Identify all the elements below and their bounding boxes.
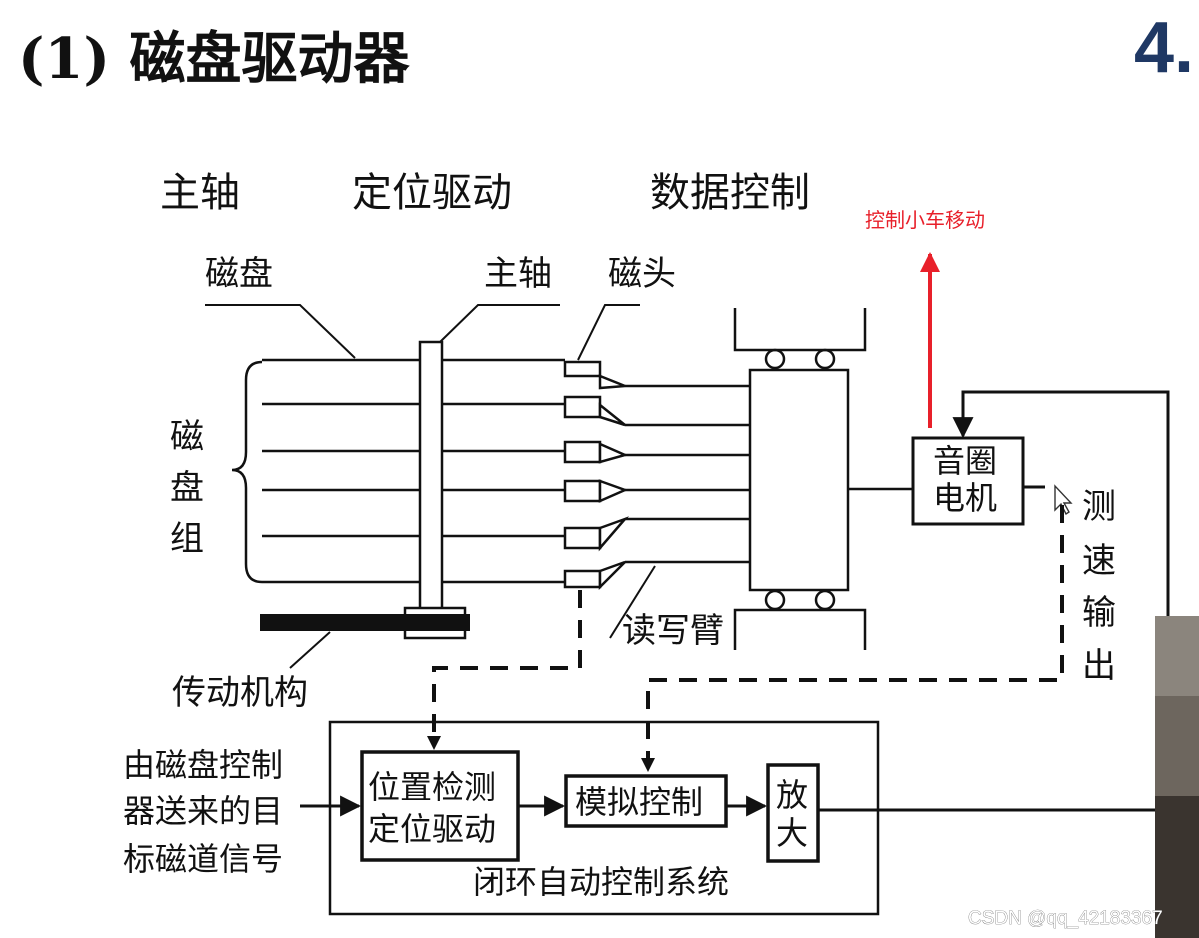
read-write-heads (563, 360, 750, 591)
label-speed-3: 输 (1082, 593, 1116, 633)
label-speed-4: 出 (1082, 646, 1116, 686)
disk-group-brace (231, 360, 263, 584)
label-disk-group-1: 磁 (170, 417, 204, 457)
leader-rw-arm (609, 565, 656, 639)
position-detect-box (360, 750, 520, 862)
header-data-control: 数据控制 (650, 170, 810, 216)
label-position-detect-1: 位置检测 (368, 768, 496, 806)
slide-number: 4. (1134, 8, 1194, 88)
leader-disk (205, 304, 356, 359)
watermark: CSDN @qq_42183367 (968, 908, 1163, 929)
header-positioning: 定位驱动 (352, 170, 512, 216)
label-position-detect-2: 定位驱动 (368, 810, 496, 848)
label-analog-control: 模拟控制 (575, 783, 703, 821)
label-voice-coil-2: 电机 (933, 479, 997, 517)
analog-control-box (564, 774, 728, 828)
leader-head (577, 304, 640, 361)
label-spindle: 主轴 (484, 254, 552, 294)
label-input-signal-2: 器送来的目 (123, 792, 283, 830)
leader-drive-mechanism (289, 631, 331, 669)
mouse-cursor-icon (1054, 484, 1073, 516)
top-rail (733, 308, 867, 352)
leader-spindle (439, 304, 560, 343)
label-disk-group-2: 盘 (170, 468, 204, 508)
bottom-rail (733, 608, 867, 650)
label-drive-mechanism: 传动机构 (172, 673, 308, 713)
label-amplifier-1: 放 (776, 776, 808, 814)
head-position-arrowhead (427, 736, 441, 750)
label-disk-group-3: 组 (170, 519, 204, 559)
head-carriage (748, 368, 850, 592)
label-speed-2: 速 (1082, 541, 1116, 581)
label-disk: 磁盘 (205, 254, 273, 294)
label-amplifier-2: 大 (776, 814, 808, 852)
page-title: (1) 磁盘驱动器 (18, 26, 410, 92)
label-voice-coil-1: 音圈 (933, 442, 997, 480)
head-position-dashed (432, 590, 582, 736)
label-input-signal-1: 由磁盘控制 (123, 746, 283, 784)
label-speed-1: 测 (1082, 487, 1116, 527)
drive-belt (260, 614, 470, 631)
presenter-video-thumbnail (1155, 616, 1199, 938)
label-input-signal-3: 标磁道信号 (123, 840, 283, 878)
disk-platters (262, 358, 565, 584)
annotation-move-carriage: 控制小车移动 (865, 208, 985, 232)
speed-feedback-arrowhead (641, 758, 655, 772)
spindle-shaft (418, 340, 444, 614)
amplifier-box (766, 763, 820, 863)
label-rw-arm: 读写臂 (622, 611, 724, 651)
label-head: 磁头 (608, 254, 676, 294)
closed-loop-system (328, 720, 880, 916)
voice-coil-motor (911, 436, 1025, 526)
header-spindle: 主轴 (160, 170, 240, 216)
label-closed-loop: 闭环自动控制系统 (473, 863, 729, 901)
